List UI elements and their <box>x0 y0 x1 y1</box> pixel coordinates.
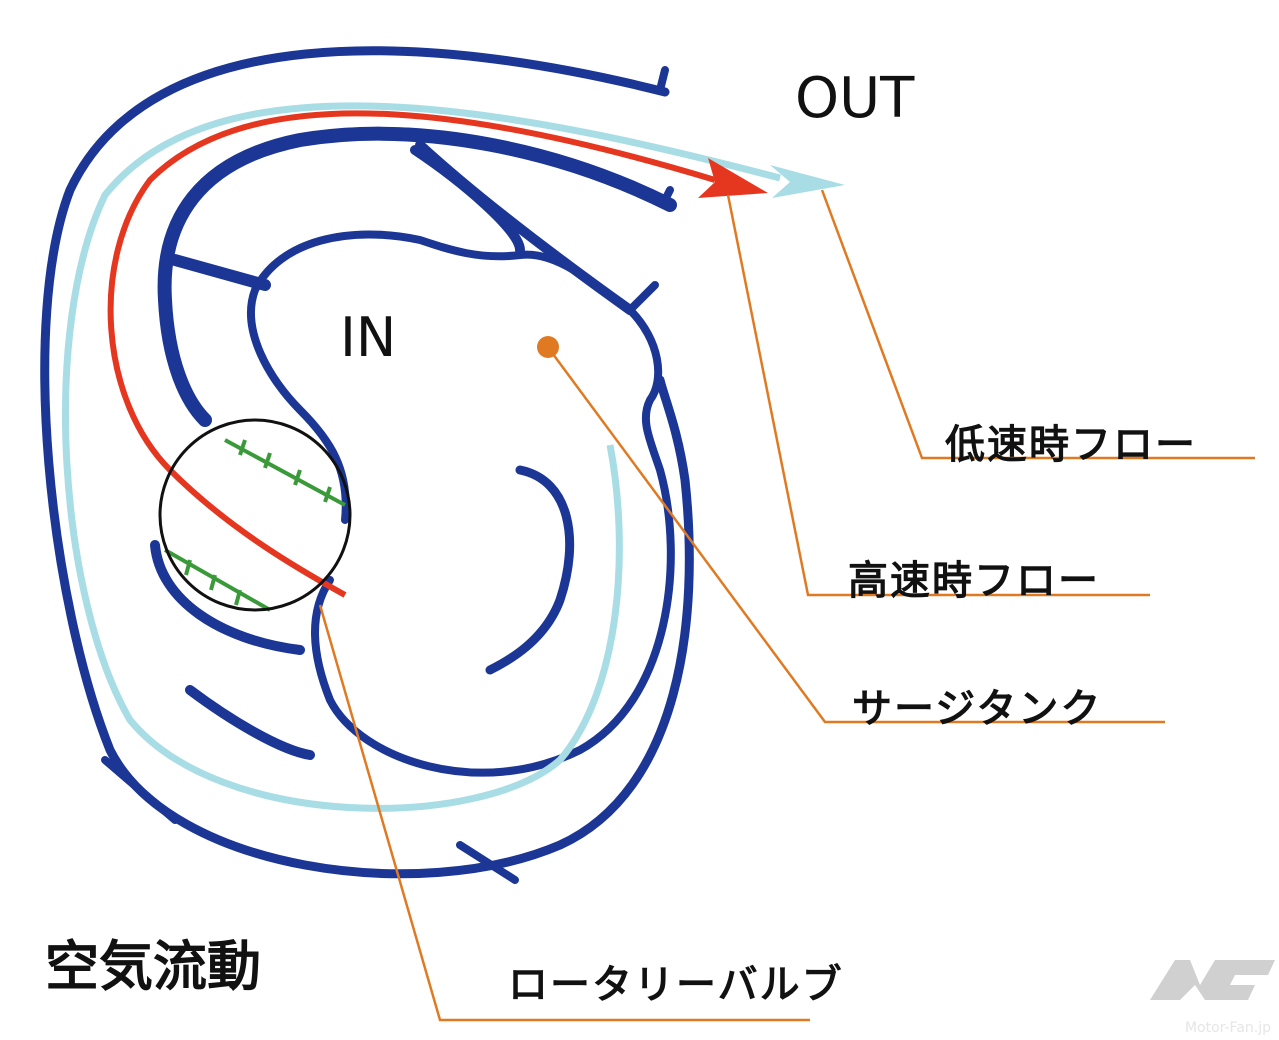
low-speed-flow-label: 低速時フロー <box>945 422 1197 468</box>
rotary-valve-label: ロータリーバルブ <box>508 962 844 1008</box>
watermark-text: Motor-Fan.jp <box>1184 1020 1271 1036</box>
in-label: IN <box>340 306 397 369</box>
leader-lines <box>318 189 1255 1022</box>
low-speed-flow-arrowhead <box>770 165 845 198</box>
high-speed-flow-line <box>107 110 716 598</box>
out-label: OUT <box>795 66 915 131</box>
rotary-valve <box>158 418 352 612</box>
low-speed-flow-line <box>61 102 781 812</box>
diagram-title: 空気流動 <box>45 935 261 998</box>
high-speed-flow-arrowhead <box>698 158 768 198</box>
surge-tank-marker <box>537 336 559 358</box>
motorfan-logo <box>1150 960 1275 1000</box>
surge-tank-label: サージタンク <box>852 686 1103 732</box>
housing <box>40 46 694 884</box>
high-speed-flow-label: 高速時フロー <box>848 558 1100 604</box>
